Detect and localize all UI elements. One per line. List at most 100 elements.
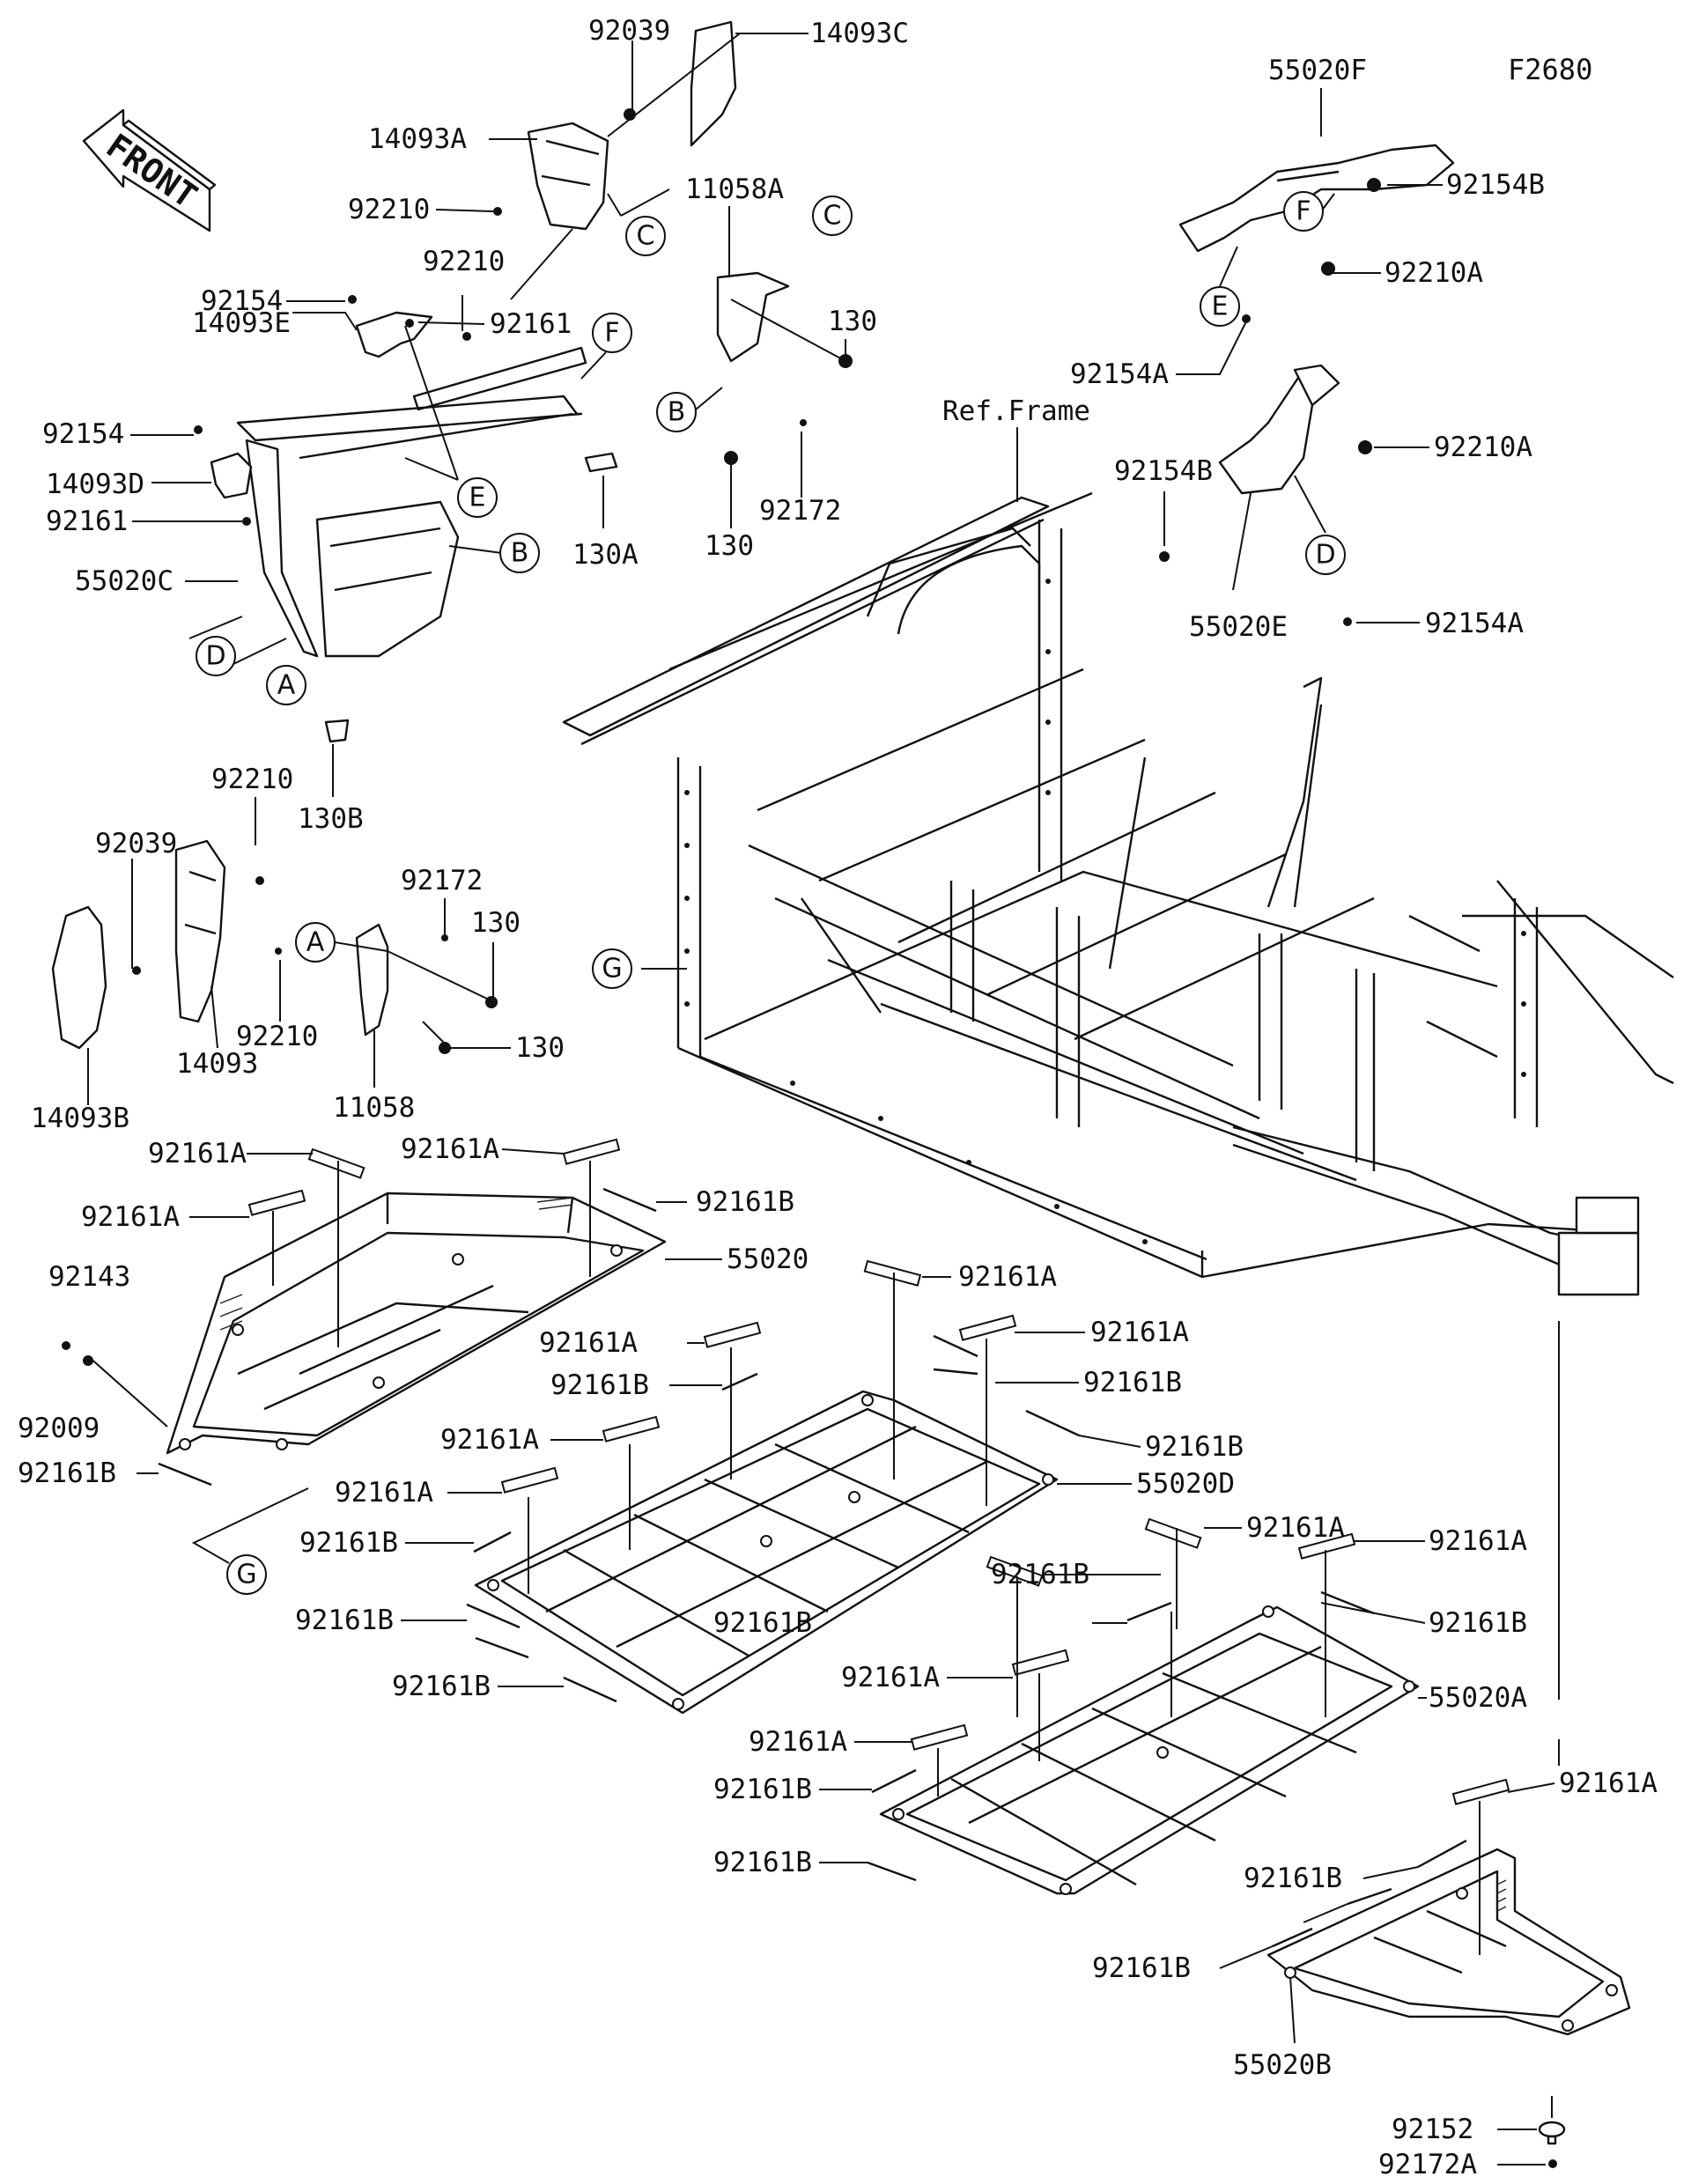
bubble-a-left: A <box>266 665 306 705</box>
foam-pads <box>158 1138 1510 1948</box>
diagram-code: F2680 <box>1508 53 1592 86</box>
part-label-130-lower-mid: 130 <box>515 1032 565 1064</box>
svg-text:B: B <box>511 538 529 569</box>
part-label-92210a-top: 92210A <box>1385 257 1483 289</box>
bubble-g-panel: G <box>226 1554 267 1595</box>
front-bracket-assembly <box>210 20 790 743</box>
bubble-c-top: C <box>625 216 666 256</box>
svg-text:D: D <box>1315 540 1335 571</box>
part-label-92161b-p14: 92161B <box>1244 1863 1342 1894</box>
part-label-55020a: 55020A <box>1429 1682 1527 1714</box>
bubble-g-frame: G <box>592 948 632 989</box>
side-panel-group <box>51 839 389 1050</box>
part-label-92172a: 92172A <box>1378 2149 1477 2180</box>
part-label-92161a-p5: 92161A <box>539 1327 638 1359</box>
svg-text:B: B <box>668 397 686 428</box>
bubble-b-left: B <box>499 533 540 573</box>
part-label-92161b-p11: 92161B <box>713 1607 812 1639</box>
part-label-92172-top: 92172 <box>759 495 841 527</box>
part-label-92161b-p15: 92161B <box>1092 1952 1191 1984</box>
part-label-92161a-p6: 92161A <box>1090 1317 1189 1348</box>
part-label-92161a-p9: 92161A <box>1246 1512 1345 1544</box>
part-label-92161a-p11: 92161A <box>841 1662 940 1693</box>
part-label-92161b-p12: 92161B <box>713 1774 812 1805</box>
part-label-92154b-lower: 92154B <box>1114 455 1213 487</box>
bubble-e-left: E <box>457 477 498 518</box>
svg-text:D: D <box>205 641 225 672</box>
floor-panel-55020a <box>879 1605 1420 1895</box>
part-label-92161b-p9: 92161B <box>295 1605 394 1636</box>
part-label-92161a-p12: 92161A <box>749 1726 847 1758</box>
svg-text:C: C <box>637 221 655 252</box>
part-label-92210-lower: 92210 <box>236 1021 318 1052</box>
part-label-130-lower: 130 <box>705 530 754 562</box>
leader-lines <box>87 33 1560 2166</box>
svg-text:E: E <box>469 483 486 513</box>
part-label-92039-left: 92039 <box>95 828 177 860</box>
part-label-92152: 92152 <box>1392 2114 1473 2145</box>
part-label-130b: 130B <box>298 803 364 835</box>
part-label-92161b-p1: 92161B <box>696 1186 794 1218</box>
part-label-92161b-p6: 92161B <box>299 1527 398 1559</box>
svg-text:G: G <box>236 1560 256 1590</box>
bubble-f-right: F <box>1283 191 1324 232</box>
part-label-92161a-p10: 92161A <box>1429 1525 1527 1557</box>
part-label-14093: 14093 <box>176 1048 258 1080</box>
part-label-92210-upper: 92210 <box>348 194 430 225</box>
part-label-92161-top: 92161 <box>490 308 572 340</box>
svg-text:C: C <box>823 201 842 232</box>
part-label-92161b-p4: 92161B <box>1083 1367 1182 1398</box>
svg-text:A: A <box>277 670 296 701</box>
part-label-92161a-p7: 92161A <box>440 1424 539 1456</box>
part-label-92161a-p2: 92161A <box>401 1133 499 1165</box>
part-label-55020f: 55020F <box>1268 55 1367 86</box>
svg-text:E: E <box>1212 291 1229 322</box>
part-label-130a: 130A <box>572 539 639 571</box>
part-label-92154a-lower: 92154A <box>1425 608 1524 639</box>
part-labels: 92039 14093C 14093A 92210 92210 11058A 9… <box>18 15 1658 2180</box>
part-label-92161a-p1: 92161A <box>148 1138 247 1169</box>
main-frame <box>562 491 1674 1296</box>
bubble-f-left: F <box>592 313 632 353</box>
reference-bubbles: A A B B C C D D <box>196 191 1346 1595</box>
part-label-14093b: 14093B <box>31 1103 129 1134</box>
floor-panel-55020 <box>166 1192 667 1455</box>
floor-panel-55020d <box>474 1390 1059 1715</box>
part-label-92143: 92143 <box>48 1261 130 1293</box>
bubble-c-right: C <box>812 196 853 236</box>
part-label-14093a: 14093A <box>368 123 467 155</box>
right-bracket-assembly <box>1178 144 1455 495</box>
part-label-92172-mid: 92172 <box>401 865 483 896</box>
part-label-11058a: 11058A <box>685 173 784 205</box>
part-label-92161b-p13: 92161B <box>713 1847 812 1878</box>
part-label-92154b-top: 92154B <box>1446 169 1545 201</box>
part-label-92161b-p5: 92161B <box>1145 1431 1244 1463</box>
part-label-55020d: 55020D <box>1136 1468 1235 1500</box>
svg-text:G: G <box>602 954 622 985</box>
bubble-a-mid: A <box>295 922 336 963</box>
part-label-92161a-p3: 92161A <box>81 1201 180 1233</box>
part-label-11058: 11058 <box>333 1092 415 1124</box>
bubble-d-right: D <box>1305 535 1346 575</box>
part-label-92154-left: 92154 <box>42 418 124 450</box>
part-label-92009: 92009 <box>18 1413 100 1444</box>
part-label-55020e: 55020E <box>1189 611 1288 643</box>
part-label-92210a-lower: 92210A <box>1434 432 1532 463</box>
part-label-92161b-p3: 92161B <box>550 1369 649 1401</box>
part-label-92154-top: 92154 <box>201 285 283 317</box>
part-label-92161a-p8: 92161A <box>335 1477 433 1509</box>
part-label-92161b-p2: 92161B <box>18 1457 116 1489</box>
part-label-92210-left: 92210 <box>211 764 293 795</box>
svg-text:F: F <box>604 318 619 349</box>
part-label-92154a-top: 92154A <box>1070 358 1169 390</box>
part-label-92039-top: 92039 <box>588 15 670 47</box>
bubble-e-right: E <box>1200 286 1240 327</box>
part-label-92161a-p4: 92161A <box>958 1261 1057 1293</box>
part-label-92161b-p10: 92161B <box>392 1671 491 1702</box>
part-label-92161b-p7: 92161B <box>991 1559 1089 1590</box>
svg-text:A: A <box>306 927 325 958</box>
part-label-92210-mid: 92210 <box>423 246 505 277</box>
bubble-b-top: B <box>656 392 697 432</box>
bubble-d-left: D <box>196 636 236 676</box>
part-label-55020: 55020 <box>727 1243 809 1275</box>
